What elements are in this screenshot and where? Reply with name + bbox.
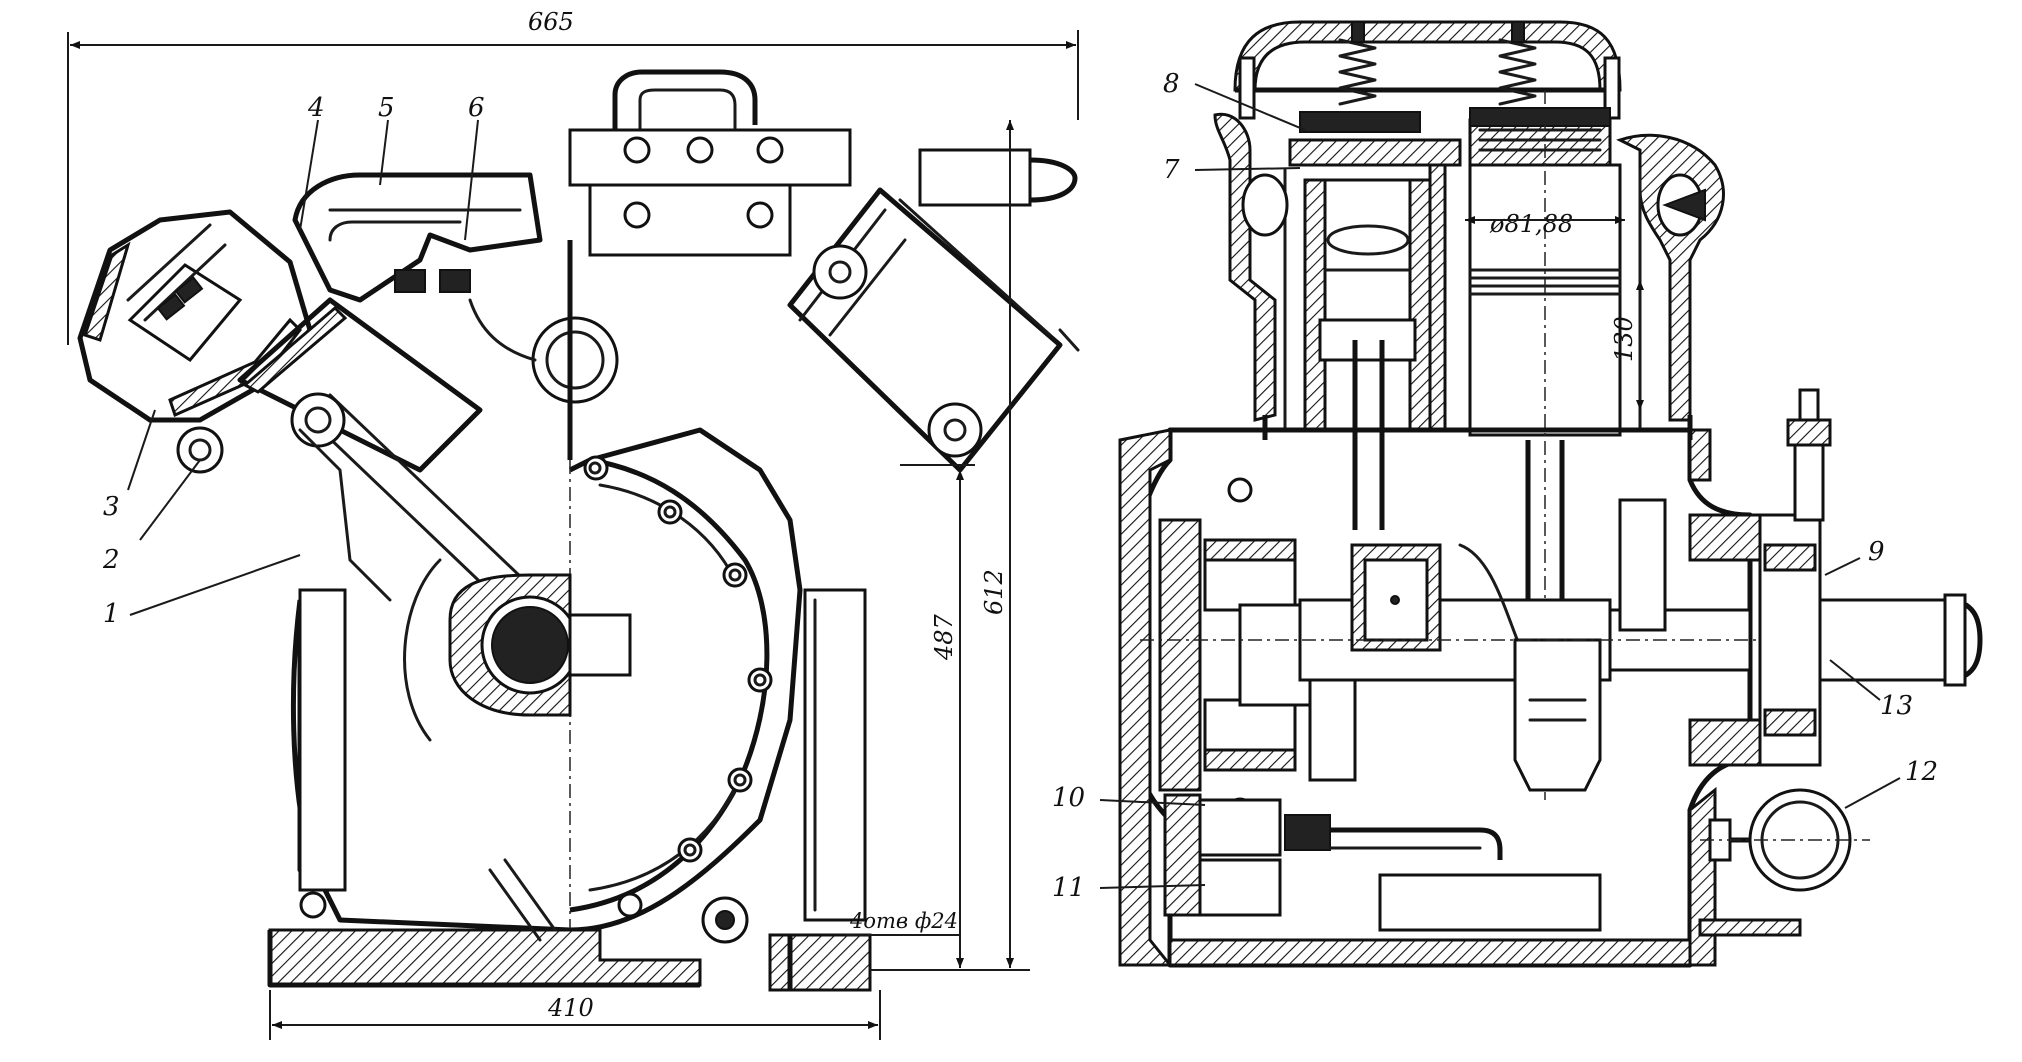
callout-7: 7 bbox=[1163, 155, 1180, 185]
cylinder-walls bbox=[1213, 112, 1725, 432]
callout-2: 2 bbox=[102, 545, 120, 575]
callouts-side: 1 2 3 4 5 6 bbox=[102, 93, 485, 629]
callout-1: 1 bbox=[103, 599, 120, 629]
dim-overall-width: 665 bbox=[528, 8, 574, 36]
upper-manifold bbox=[292, 172, 619, 404]
valve-springs bbox=[1338, 21, 1537, 106]
dim-bore: ø81,88 bbox=[1489, 210, 1573, 238]
callout-11: 11 bbox=[1052, 873, 1085, 903]
dim-base-width: 410 bbox=[547, 994, 594, 1022]
dimension-heights: 487 612 4отв ф24 bbox=[845, 120, 1030, 971]
oil-pump bbox=[1163, 793, 1602, 932]
cross-section-view: ø81,88 130 bbox=[1052, 20, 1983, 968]
top-crossover-pipe bbox=[567, 69, 852, 460]
dim-height-outer: 612 bbox=[980, 569, 1008, 615]
side-view: 665 bbox=[67, 8, 1080, 1040]
callout-10: 10 bbox=[1052, 783, 1085, 813]
callout-4: 4 bbox=[307, 93, 325, 123]
callouts-section: 8 7 9 10 11 12 13 bbox=[1052, 69, 1938, 903]
dimension-base-width: 410 bbox=[269, 990, 881, 1040]
left-end-cover bbox=[1158, 477, 1312, 823]
dim-holes: 4отв ф24 bbox=[849, 909, 958, 933]
callout-9: 9 bbox=[1868, 537, 1885, 567]
callout-3: 3 bbox=[103, 492, 120, 522]
left-conrod bbox=[237, 297, 547, 622]
right-mount bbox=[488, 588, 872, 992]
right-cylinder-head bbox=[787, 148, 1080, 473]
crank-bearing bbox=[403, 558, 632, 742]
dim-stroke: 130 bbox=[1610, 316, 1638, 362]
callout-13: 13 bbox=[1880, 691, 1913, 721]
piston-left bbox=[1303, 178, 1432, 530]
pipe-flange bbox=[1698, 788, 1870, 937]
callout-8: 8 bbox=[1163, 69, 1180, 99]
left-base bbox=[267, 588, 702, 988]
callout-5: 5 bbox=[378, 93, 395, 123]
dimension-overall-width: 665 bbox=[67, 8, 1079, 345]
piston-right: ø81,88 130 bbox=[1465, 90, 1644, 800]
head-cover bbox=[1233, 20, 1622, 120]
crankshaft bbox=[1140, 498, 1850, 792]
left-cylinder-block bbox=[77, 209, 313, 474]
valve-plate bbox=[1288, 107, 1612, 172]
callout-12: 12 bbox=[1905, 757, 1938, 787]
dim-height-inner: 487 bbox=[930, 613, 958, 661]
callout-6: 6 bbox=[468, 93, 485, 123]
right-bearing bbox=[1688, 388, 1983, 767]
